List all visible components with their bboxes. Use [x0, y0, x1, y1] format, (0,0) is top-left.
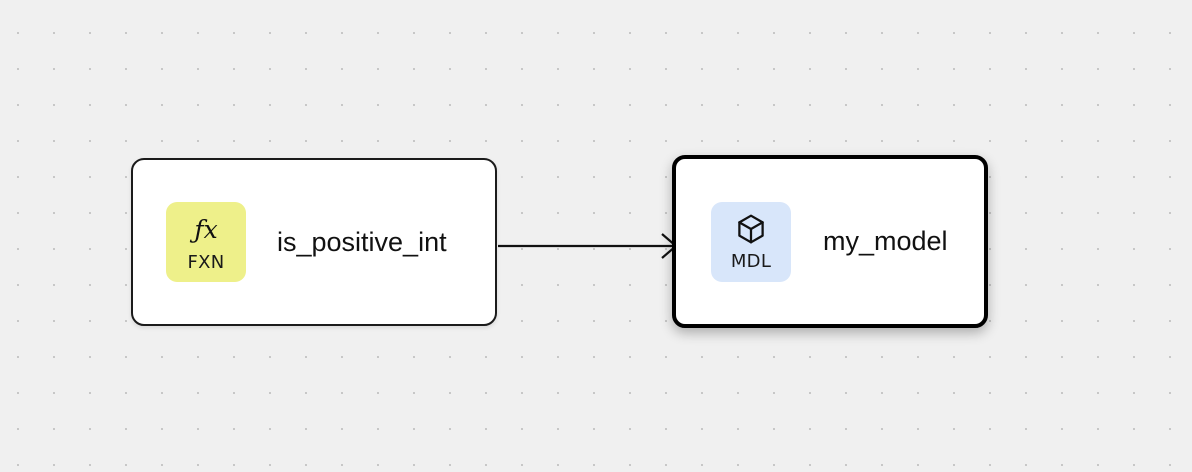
edge-fxn-to-mdl[interactable] [498, 233, 678, 259]
node-my-model[interactable]: MDL my_model [672, 155, 988, 328]
node-title: is_positive_int [277, 226, 447, 257]
node-title: my_model [823, 226, 948, 256]
node-badge-fxn: ƒx FXN [166, 202, 246, 282]
node-is-positive-int[interactable]: ƒx FXN is_positive_int [131, 158, 497, 326]
node-badge-mdl: MDL [711, 201, 791, 282]
function-glyph-icon: ƒx [194, 215, 218, 244]
node-badge-label: FXN [187, 251, 225, 273]
cube-icon [734, 212, 768, 246]
node-badge-label: MDL [730, 251, 772, 272]
